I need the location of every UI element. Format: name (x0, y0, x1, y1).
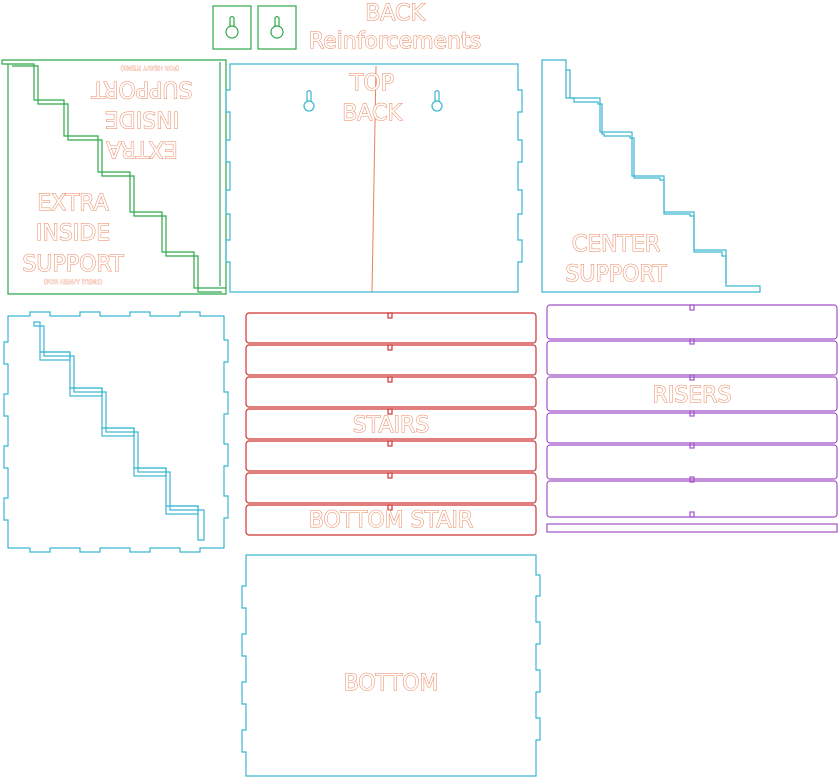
extra-inside-support-mirrored-line2: INSIDE (105, 106, 179, 131)
bottom-panel (241, 554, 541, 777)
extra-inside-support-mirrored-line1: EXTRA (106, 136, 177, 161)
bottom-label: BOTTOM (344, 671, 439, 696)
center-support-label-line2: SUPPORT (565, 262, 667, 287)
top-back-label-line2: BACK (342, 101, 402, 126)
extra-inside-support-label-line2: INSIDE (36, 221, 110, 246)
bottom-stair-label: BOTTOM STAIR (309, 508, 473, 533)
top-back-label-line1: TOP (349, 71, 394, 96)
riser-strip (546, 412, 838, 444)
back-reinforcement-right (257, 5, 297, 50)
extra-inside-support-label-line1: EXTRA (37, 191, 108, 216)
extra-inside-support-panel (1, 59, 227, 295)
keyhole-icon (225, 15, 239, 39)
back-reinforcements-label-line2: Reinforcements (309, 29, 481, 54)
stairs-group (245, 312, 537, 536)
center-support-label-line1: CENTER (572, 232, 660, 257)
riser-strip (546, 444, 838, 480)
extra-inside-support-mirrored-label: (FOR HEAVY ITEMS) SUPPORT INSIDE EXTRA (90, 64, 193, 162)
riser-strip-thin (546, 523, 838, 533)
extra-inside-support-note: (FOR HEAVY ITEMS) (44, 279, 103, 286)
back-reinforcement-left (212, 5, 252, 50)
extra-inside-support-note-mirrored: (FOR HEAVY ITEMS) (121, 64, 180, 71)
keyhole-icon (270, 15, 284, 39)
extra-inside-support-mirrored-line3: SUPPORT (91, 76, 193, 101)
risers-label: RISERS (653, 383, 732, 408)
center-support-panel (541, 59, 761, 293)
keyhole-icon (431, 89, 443, 112)
extra-inside-support-label-line3: SUPPORT (22, 252, 124, 277)
side-panel (3, 311, 229, 553)
back-reinforcements-label-line1: BACK (365, 1, 425, 26)
keyhole-icon (303, 89, 315, 112)
risers-group (546, 304, 838, 533)
stairs-label: STAIRS (353, 413, 429, 438)
riser-strip (546, 340, 838, 376)
top-back-panel (225, 63, 523, 293)
